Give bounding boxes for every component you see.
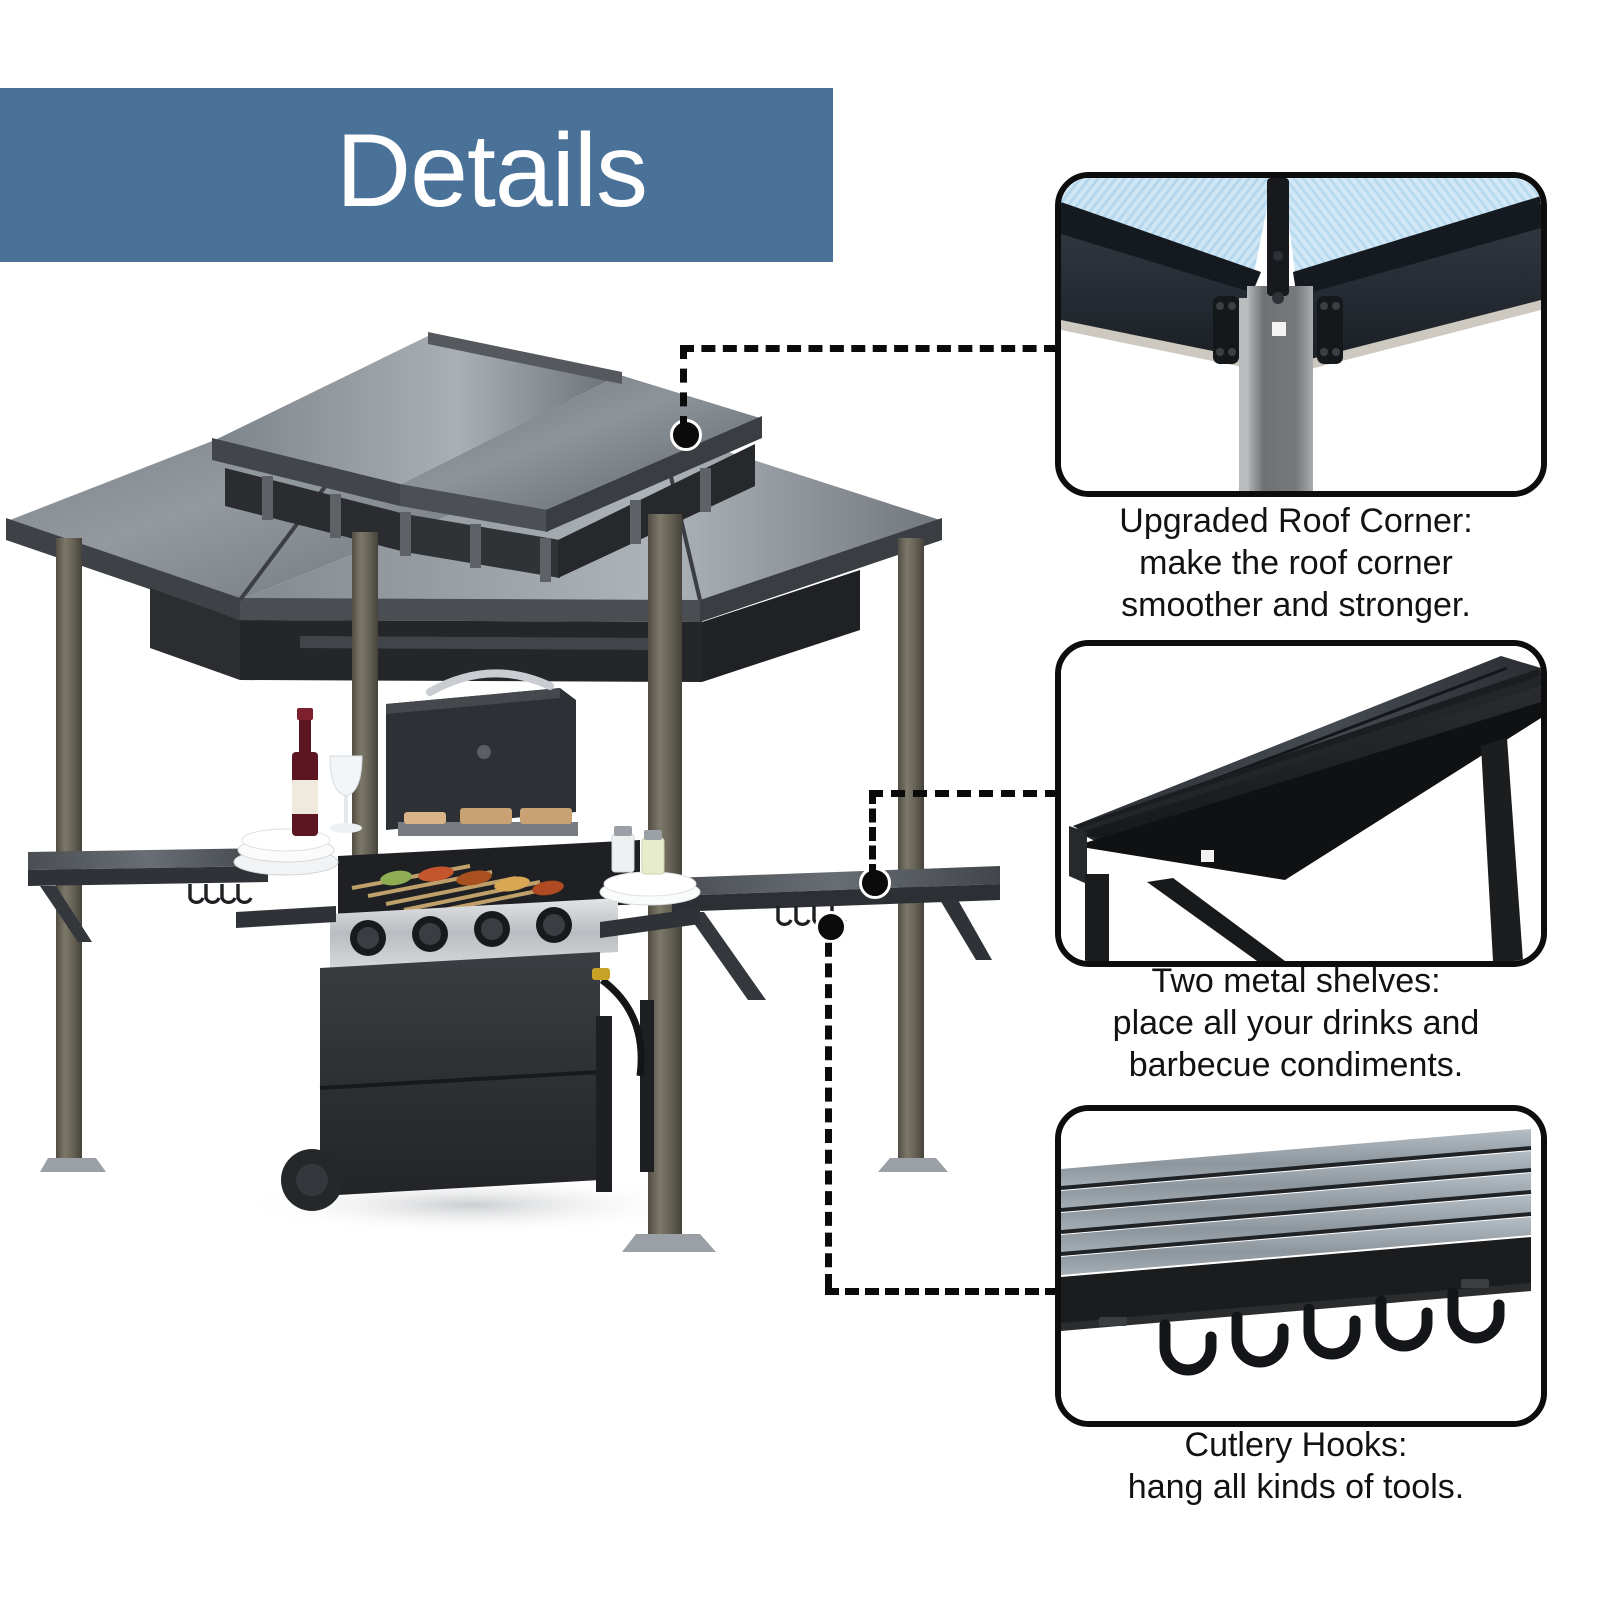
tableware-left <box>233 708 363 876</box>
shelf-slat-2 <box>1061 1151 1531 1209</box>
gas-grill <box>236 669 700 1211</box>
callout-line-shelves-horizontal <box>869 790 1059 797</box>
corner-bracket-right <box>1317 296 1343 364</box>
caption-roof-corner: Upgraded Roof Corner: make the roof corn… <box>1020 500 1572 626</box>
roof-ridge-connector <box>1267 178 1289 296</box>
caption-roof-corner-line2: smoother and stronger. <box>1121 586 1471 625</box>
gazebo-post-left-front <box>56 538 82 1158</box>
caption-roof-corner-title: Upgraded Roof Corner: <box>1119 502 1473 540</box>
shelf-slat-5 <box>1061 1217 1531 1275</box>
left-shelf-top <box>28 848 268 870</box>
wine-glass <box>329 755 363 797</box>
shelf-slat-1 <box>1061 1129 1531 1187</box>
caption-metal-shelves-line2: barbecue condiments. <box>1128 1046 1464 1085</box>
main-product-image <box>0 300 1010 1310</box>
caption-cutlery-hooks-line1: hang all kinds of tools. <box>1127 1468 1465 1507</box>
tableware-right <box>599 826 701 906</box>
condiment-bottle-1 <box>611 833 635 873</box>
caption-metal-shelves-line1: place all your drinks and <box>1112 1004 1480 1043</box>
page-title: Details <box>336 113 648 229</box>
shelf-slat-3 <box>1061 1173 1531 1231</box>
caption-roof-corner-line1: make the roof corner <box>1139 544 1453 583</box>
hook-rail <box>1061 1237 1531 1327</box>
details-header-banner: Details <box>0 88 833 262</box>
detail-panel-cutlery-hooks <box>1055 1105 1547 1427</box>
caption-cutlery-hooks: Cutlery Hooks: hang all kinds of tools. <box>1020 1424 1572 1508</box>
callout-line-hooks-vertical <box>825 922 832 1288</box>
grill-knobs <box>350 907 572 956</box>
detail-panel-metal-shelf <box>1055 640 1547 967</box>
callout-line-roof-corner-vertical <box>680 345 687 430</box>
callout-line-roof-corner-horizontal <box>680 345 1058 352</box>
grill-cabinet <box>320 952 600 1196</box>
corner-bracket-left <box>1213 296 1239 364</box>
callout-line-shelves-vertical <box>869 790 876 878</box>
cutlery-hooks <box>1159 1287 1505 1376</box>
roof-beam-right <box>1299 228 1541 366</box>
caption-cutlery-hooks-title: Cutlery Hooks: <box>1184 1426 1408 1464</box>
detail-panel-roof-corner <box>1055 172 1547 497</box>
callout-line-hooks-horizontal <box>825 1288 1059 1295</box>
grilled-food <box>380 866 564 896</box>
shelf-slat-4 <box>1061 1195 1531 1253</box>
shelf-support-bracket <box>1147 878 1285 961</box>
caption-metal-shelves-title: Two metal shelves: <box>1151 962 1441 1000</box>
condiment-bottle-2 <box>641 837 665 875</box>
corner-post <box>1247 286 1313 491</box>
left-shelf-hooks <box>188 884 253 905</box>
right-shelf-top <box>672 866 1000 896</box>
caption-metal-shelves: Two metal shelves: place all your drinks… <box>1020 960 1572 1086</box>
